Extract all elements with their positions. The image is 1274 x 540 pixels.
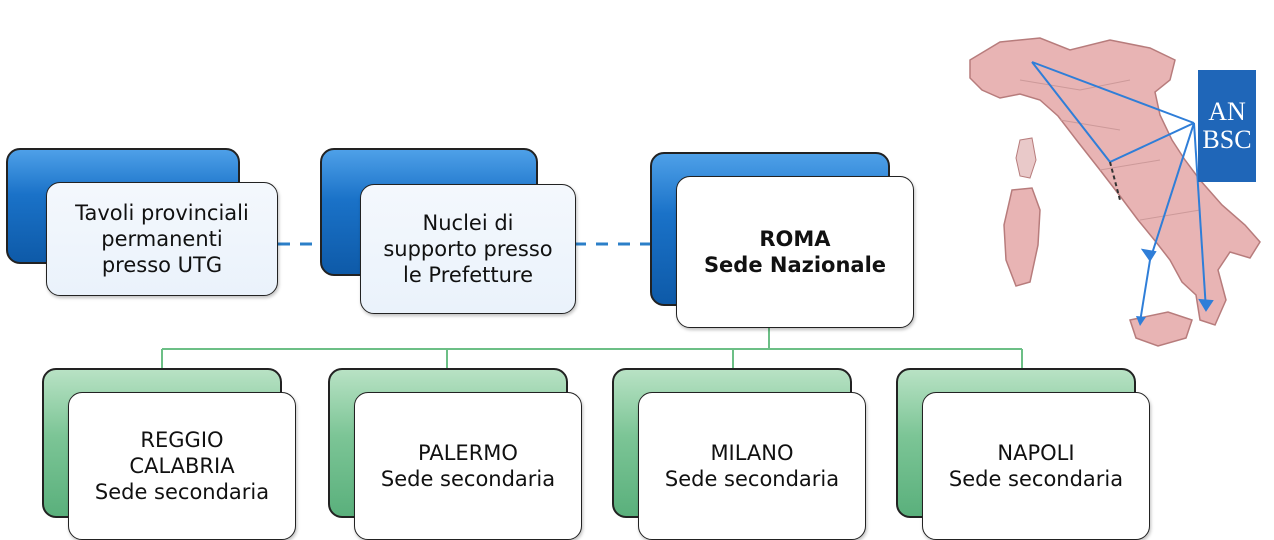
node-text-line: supporto presso — [383, 237, 553, 261]
node-text-line: Sede secondaria — [664, 467, 840, 491]
italy-map-image — [969, 37, 1261, 347]
node-text-line: NAPOLI — [997, 441, 1075, 465]
anbsc-logo: AN BSC — [1198, 70, 1256, 182]
node-roma-sede-nazionale: ROMA Sede Nazionale — [650, 152, 914, 328]
logo-text-line: AN — [1208, 97, 1246, 126]
node-milano: MILANO Sede secondaria — [612, 368, 866, 540]
node-text-line: PALERMO — [418, 441, 518, 465]
node-napoli: NAPOLI Sede secondaria — [896, 368, 1150, 540]
node-text-line: ROMA — [759, 227, 831, 251]
node-palermo: PALERMO Sede secondaria — [328, 368, 582, 540]
node-text-line: CALABRIA — [129, 454, 235, 478]
node-text-line: REGGIO — [140, 428, 224, 452]
node-text-line: Sede secondaria — [94, 480, 270, 504]
logo-text-line: BSC — [1202, 125, 1252, 154]
node-text-line: presso UTG — [101, 253, 223, 277]
node-text-line: Nuclei di — [422, 211, 514, 235]
node-text-line: Tavoli provinciali — [75, 201, 249, 225]
node-nuclei-supporto: Nuclei di supporto presso le Prefetture — [320, 148, 576, 314]
node-text-line: le Prefetture — [403, 263, 533, 287]
node-reggio-calabria: REGGIO CALABRIA Sede secondaria — [42, 368, 296, 540]
node-text-line: Sede Nazionale — [703, 253, 887, 277]
node-text-line: Sede secondaria — [380, 467, 556, 491]
node-text-line: Sede secondaria — [948, 467, 1124, 491]
node-tavoli-provinciali: Tavoli provinciali permanenti presso UTG — [6, 148, 278, 298]
node-text-line: permanenti — [101, 227, 223, 251]
node-text-line: MILANO — [710, 441, 794, 465]
